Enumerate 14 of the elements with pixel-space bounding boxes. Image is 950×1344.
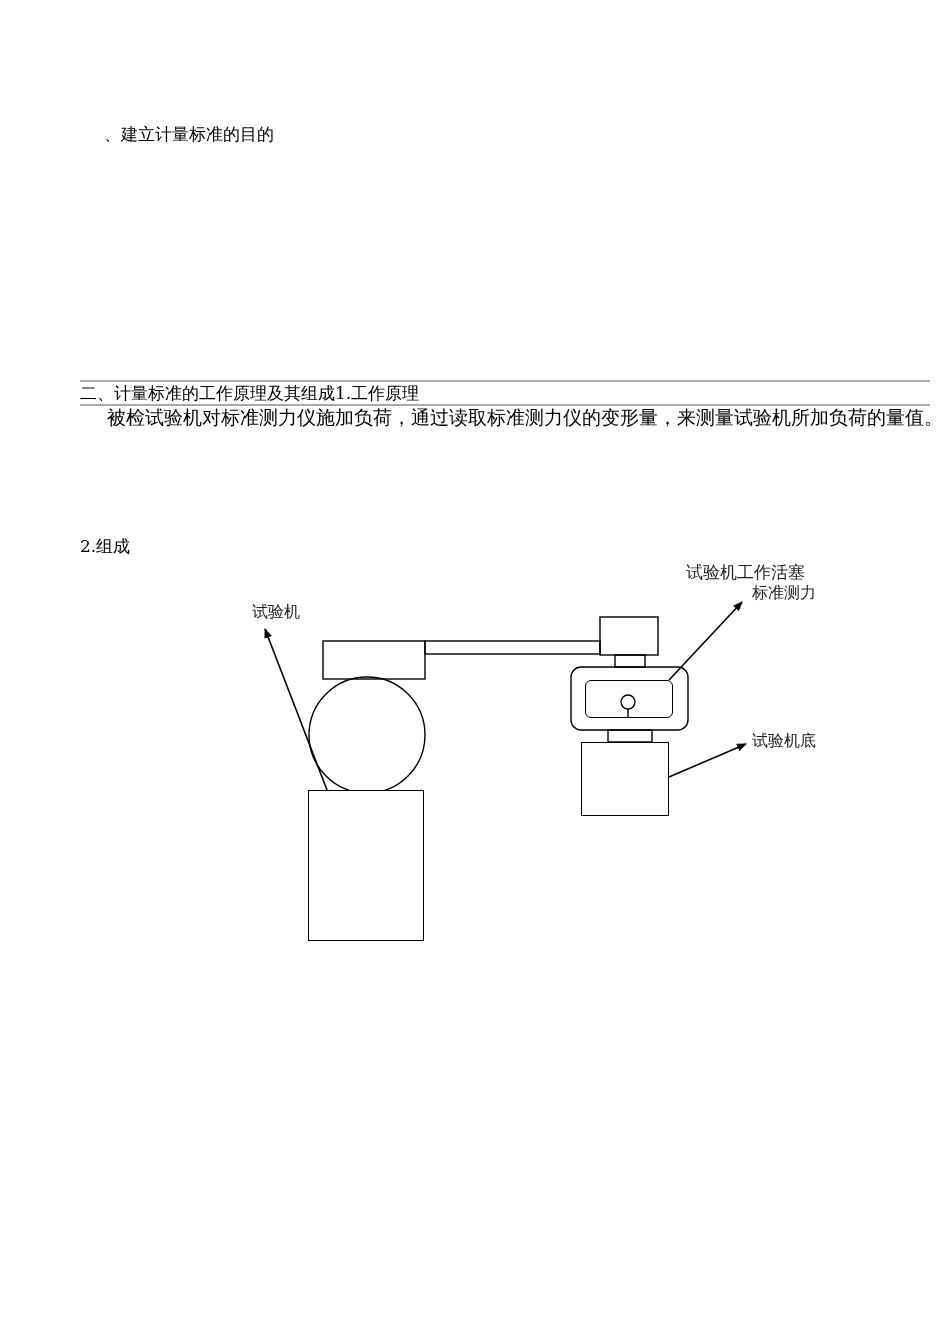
subheading: 2.组成 <box>80 537 131 557</box>
body-paragraph: 被检试验机对标准测力仪施加负荷，通过读取标准测力仪的变形量，来测量试验机所加负荷的量值。 <box>107 407 943 430</box>
part-label: 试验机工作活塞 <box>686 563 805 583</box>
section-heading: 二、计量标准的工作原理及其组成1.工作原理 <box>80 384 420 404</box>
part-label: 试验机底 <box>752 732 816 751</box>
load-cell-window <box>585 680 673 718</box>
heading-text: 、建立计量标准的目的 <box>104 125 274 145</box>
machine-base <box>581 742 669 816</box>
leader-arrow <box>668 601 743 681</box>
leader-arrow <box>264 628 328 791</box>
part-label: 试验机 <box>252 603 300 622</box>
machine-body <box>308 790 424 941</box>
leader-arrow <box>668 743 747 778</box>
part-label: 标准测力 <box>752 584 816 603</box>
